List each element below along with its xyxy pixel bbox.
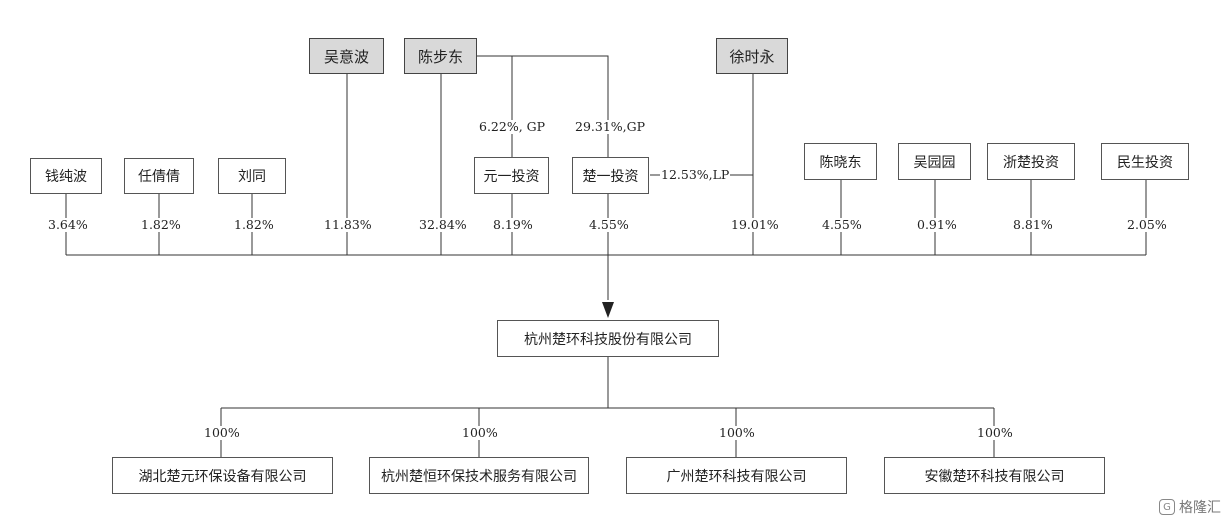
line-chen-to-chuyi (477, 55, 609, 157)
subsidiary-pct: 100% (976, 425, 1014, 440)
stake-pct: 1.82% (140, 217, 182, 232)
shareholder-box: 刘同 (218, 158, 286, 194)
subsidiary-box: 杭州楚恒环保技术服务有限公司 (369, 457, 589, 494)
stake-pct: 4.55% (588, 217, 630, 232)
holder-chen-budong: 陈步东 (404, 38, 477, 74)
gp-label-yuanyi: 6.22%, GP (478, 119, 547, 134)
stake-pct: 8.19% (492, 217, 534, 232)
holder-xu-shiyong: 徐时永 (716, 38, 788, 74)
shareholder-box: 任倩倩 (124, 158, 194, 194)
shareholder-box: 元一投资 (474, 157, 549, 194)
stake-pct: 0.91% (916, 217, 958, 232)
stake-pct: 3.64% (47, 217, 89, 232)
stake-pct: 32.84% (418, 217, 468, 232)
subsidiary-pct: 100% (461, 425, 499, 440)
lp-label-chuyi: 12.53%,LP (660, 167, 731, 182)
watermark-text: 格隆汇 (1179, 500, 1221, 516)
stake-pct: 8.81% (1012, 217, 1054, 232)
stake-pct: 11.83% (323, 217, 373, 232)
shareholder-box: 楚一投资 (572, 157, 649, 194)
holder-wu-yibo: 吴意波 (309, 38, 384, 74)
subsidiary-pct: 100% (203, 425, 241, 440)
subsidiary-box: 安徽楚环科技有限公司 (884, 457, 1105, 494)
stake-pct: 19.01% (730, 217, 780, 232)
stake-pct: 1.82% (233, 217, 275, 232)
subsidiary-box: 湖北楚元环保设备有限公司 (112, 457, 333, 494)
main-company: 杭州楚环科技股份有限公司 (497, 320, 719, 357)
shareholder-box: 吴园园 (898, 143, 971, 180)
watermark-logo-icon: G (1159, 499, 1175, 515)
shareholder-box: 陈晓东 (804, 143, 877, 180)
watermark: G 格隆汇 (1159, 497, 1221, 517)
shareholder-box: 浙楚投资 (987, 143, 1075, 180)
arrow-to-company (602, 302, 614, 318)
stake-pct: 2.05% (1126, 217, 1168, 232)
stake-pct: 4.55% (821, 217, 863, 232)
subsidiary-pct: 100% (718, 425, 756, 440)
gp-label-chuyi: 29.31%,GP (574, 119, 647, 134)
subsidiary-box: 广州楚环科技有限公司 (626, 457, 847, 494)
shareholder-box: 民生投资 (1101, 143, 1189, 180)
shareholder-box: 钱纯波 (30, 158, 102, 194)
